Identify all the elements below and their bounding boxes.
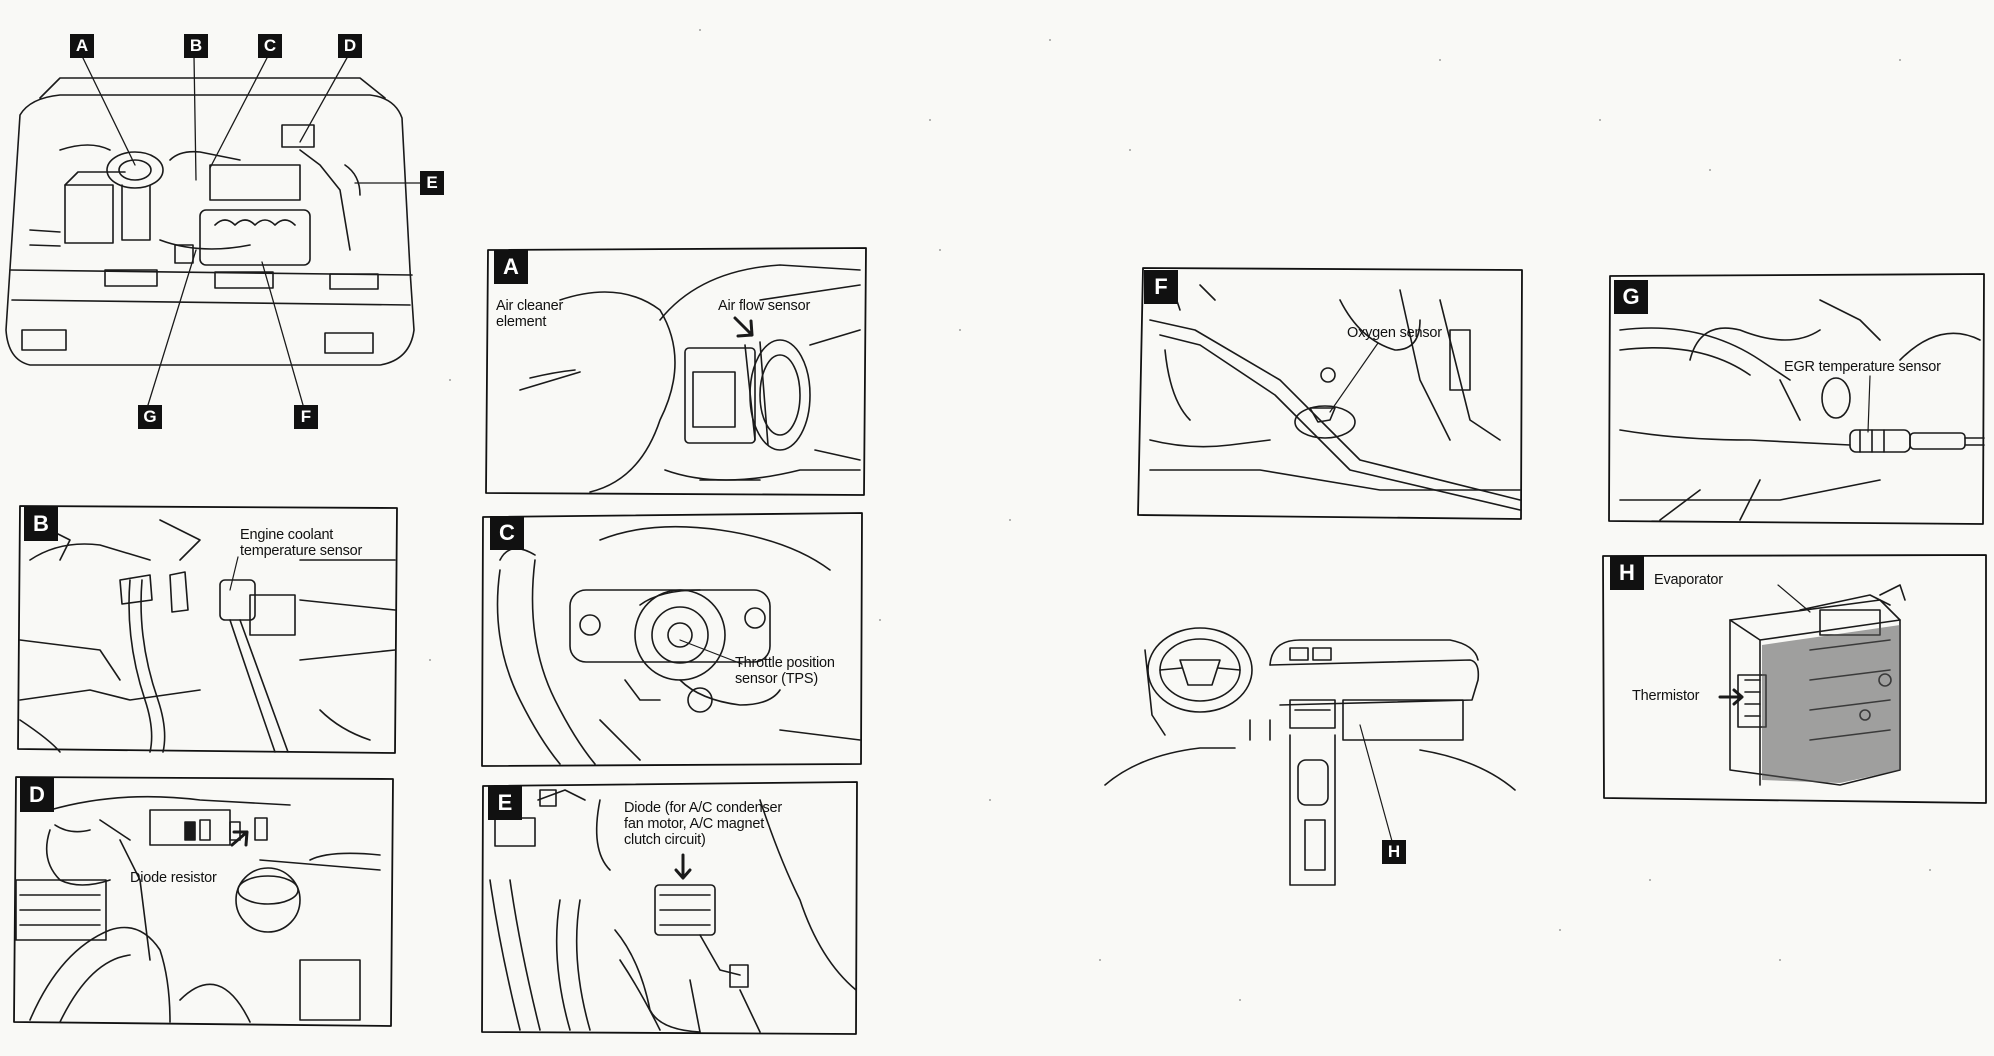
overview-car-drawing: [5, 77, 415, 366]
dash-leader: [1359, 724, 1396, 853]
panel-b-badge: B: [24, 507, 58, 541]
overview-marker-b: B: [184, 34, 208, 58]
panel-g-drawing: [1619, 299, 1985, 521]
panel-f-badge: F: [1144, 270, 1178, 304]
panel-d-badge: D: [20, 778, 54, 812]
diode-label: Diode (for A/C condenser fan motor, A/C …: [624, 800, 783, 848]
overview-marker-d: D: [338, 34, 362, 58]
paper-speckles: [429, 29, 1931, 1001]
panel-frames: [13, 247, 1987, 1035]
evaporator-label: Evaporator: [1654, 572, 1723, 588]
panel-f-leader: [1329, 342, 1379, 413]
panel-h-badge: H: [1610, 556, 1644, 590]
throttle-position-sensor-label: Throttle position sensor (TPS): [735, 655, 835, 687]
panel-a-drawing: [519, 264, 861, 493]
panel-h-arrow: [1718, 688, 1744, 706]
dashboard-drawing: [1104, 627, 1516, 886]
panel-d-drawing: [15, 795, 381, 1023]
panel-h-shading: [1762, 625, 1900, 783]
panel-c-drawing: [496, 525, 861, 765]
air-flow-sensor-label: Air flow sensor: [718, 298, 811, 314]
panel-g-leader: [1867, 375, 1871, 433]
panel-f-drawing: [1149, 279, 1521, 511]
overview-marker-g: G: [138, 405, 162, 429]
panel-c-leader: [679, 639, 743, 665]
egr-temperature-sensor-label: EGR temperature sensor: [1784, 359, 1941, 375]
panel-b-drawing: [19, 519, 396, 753]
thermistor-label: Thermistor: [1632, 688, 1700, 704]
panel-e-badge: E: [488, 786, 522, 820]
panel-a-badge: A: [494, 250, 528, 284]
overview-marker-c: C: [258, 34, 282, 58]
panel-e-drawing: [489, 789, 857, 1033]
oxygen-sensor-label: Oxygen sensor: [1347, 325, 1442, 341]
panel-a-arrow: [733, 316, 754, 338]
panel-g-badge: G: [1614, 280, 1648, 314]
panel-d-arrow: [230, 830, 249, 847]
panel-e-arrow: [674, 853, 692, 880]
air-cleaner-element-label: Air cleaner element: [496, 298, 564, 330]
diode-resistor-label: Diode resistor: [130, 870, 217, 886]
overview-marker-f: F: [294, 405, 318, 429]
panel-c-badge: C: [490, 516, 524, 550]
panel-h-leader: [1777, 584, 1811, 613]
overview-leader-lines: [81, 55, 421, 406]
panel-b-leader: [229, 556, 239, 591]
overview-marker-a: A: [70, 34, 94, 58]
dash-marker-h: H: [1382, 840, 1406, 864]
engine-coolant-temperature-sensor-label: Engine coolant temperature sensor: [240, 527, 363, 559]
overview-marker-e: E: [420, 171, 444, 195]
